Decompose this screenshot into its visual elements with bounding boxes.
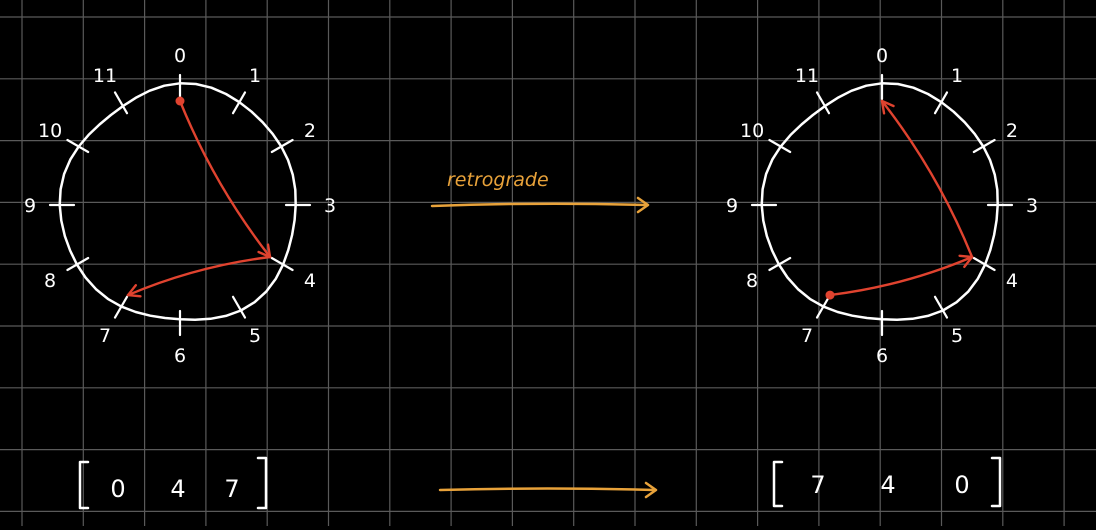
clock-number-label: 7 [801, 325, 813, 347]
pitch-clock-right: 0 1 2 3 4 5 6 7 8 9 10 11 [726, 45, 1038, 367]
clock-number-label: 7 [99, 325, 111, 347]
clock-number-label: 3 [1026, 195, 1038, 217]
path-segment [828, 255, 974, 297]
clock-labels-left: 0 1 2 3 4 5 6 7 8 9 10 11 [24, 45, 336, 367]
path-segment [178, 99, 272, 259]
bracket-close-left [256, 456, 268, 510]
clock-number-label: 9 [24, 195, 36, 217]
matrix-entry: 0 [110, 475, 125, 503]
bracket-open-right [772, 460, 784, 508]
clock-number-label: 4 [1006, 270, 1018, 292]
clock-number-label: 4 [304, 270, 316, 292]
clock-tick [66, 138, 90, 154]
clock-number-label: 8 [44, 270, 56, 292]
pitch-clock-left: 0 1 2 3 4 5 6 7 8 9 10 11 [24, 45, 336, 367]
pitch-path-right [825, 99, 974, 300]
transform-arrow-bottom [438, 481, 658, 499]
matrix-entry: 7 [810, 471, 825, 499]
clock-labels-right: 0 1 2 3 4 5 6 7 8 9 10 11 [726, 45, 1038, 367]
clock-number-label: 1 [249, 65, 261, 87]
path-segment [126, 255, 272, 297]
clock-number-label: 6 [876, 345, 888, 367]
clock-tick [972, 138, 996, 154]
clock-number-label: 1 [951, 65, 963, 87]
matrix-entry: 4 [880, 471, 895, 499]
clock-number-label: 11 [795, 65, 819, 87]
clock-tick [768, 138, 792, 154]
pitch-path-left [126, 96, 272, 298]
matrix-entry: 0 [954, 471, 969, 499]
transform-arrow-top-head [636, 196, 650, 214]
clock-circle-left [58, 82, 297, 321]
clock-number-label: 0 [876, 45, 888, 67]
clock-number-label: 8 [746, 270, 758, 292]
clock-tick [113, 91, 129, 115]
clock-tick [270, 138, 294, 154]
matrix-left: 0 4 7 [78, 456, 268, 510]
clock-number-label: 5 [249, 325, 261, 347]
matrix-right: 7 4 0 [772, 456, 1002, 508]
clock-number-label: 9 [726, 195, 738, 217]
clock-tick [768, 256, 792, 272]
path-arrowhead [126, 284, 142, 298]
transform-arrow-bottom-line [438, 487, 656, 492]
clock-number-label: 10 [740, 120, 764, 142]
clock-number-label: 2 [1006, 120, 1018, 142]
transform-arrow-top-line [430, 202, 648, 208]
clock-number-label: 0 [174, 45, 186, 67]
matrix-entry: 4 [170, 475, 185, 503]
transform-arrow-top: retrograde [430, 169, 650, 214]
transform-label: retrograde [447, 169, 549, 191]
clock-tick [270, 256, 294, 272]
clock-tick [933, 91, 949, 115]
clock-tick [933, 295, 949, 319]
path-arrowhead [880, 99, 895, 115]
matrix-entry: 7 [224, 475, 239, 503]
clock-tick [972, 256, 996, 272]
clock-number-label: 10 [38, 120, 62, 142]
clock-tick [66, 256, 90, 272]
clock-ticks-left [48, 73, 312, 337]
clock-tick [815, 295, 831, 319]
path-segment [880, 99, 974, 259]
clock-tick [113, 295, 129, 319]
bracket-open-left [78, 460, 90, 510]
clock-number-label: 5 [951, 325, 963, 347]
bracket-close-right [990, 456, 1002, 508]
clock-number-label: 11 [93, 65, 117, 87]
clock-tick [815, 91, 831, 115]
transform-arrow-bottom-head [644, 481, 658, 499]
clock-ticks-right [750, 73, 1014, 337]
clock-number-label: 6 [174, 345, 186, 367]
clock-tick [231, 91, 247, 115]
clock-number-label: 2 [304, 120, 316, 142]
clock-tick [231, 295, 247, 319]
clock-number-label: 3 [324, 195, 336, 217]
